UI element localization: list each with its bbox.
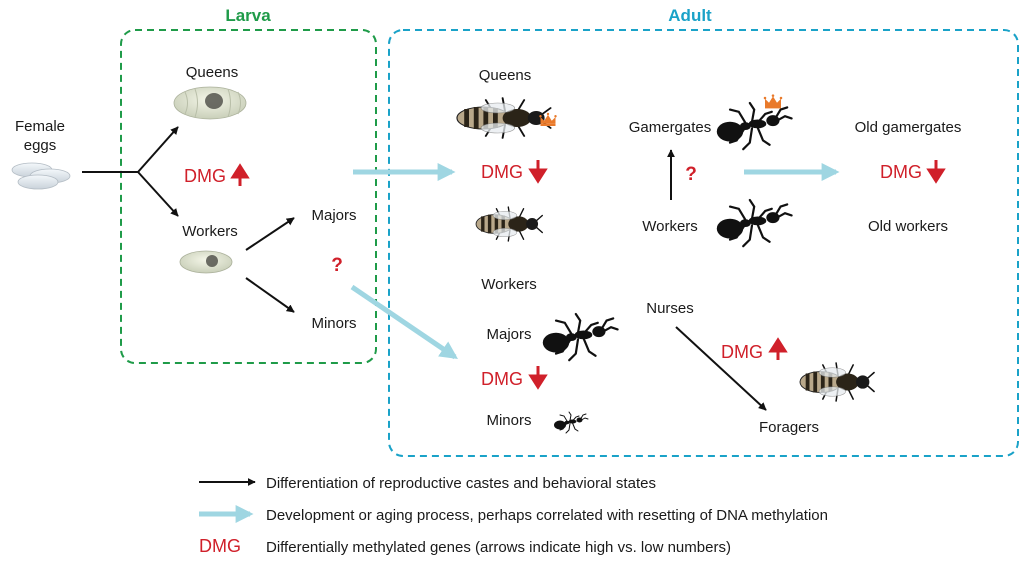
majors-minors-dmg: DMG [481,366,548,390]
legend-dmg-text: Differentially methylated genes (arrows … [266,539,731,556]
ant-minor-icon [553,411,589,434]
larva-icon [173,86,247,120]
svg-text:DMG: DMG [721,342,763,362]
larva-queens-label: Queens [186,64,239,81]
minors-development-arrow [350,284,458,360]
ant-major-icon [541,312,619,362]
svg-text:DMG: DMG [880,162,922,182]
adult-minors-label: Minors [486,412,531,429]
adult-workers-label: Workers [481,276,537,293]
nurses-foragers-dmg: DMG [721,337,788,362]
larva-dmg: DMG [184,163,250,186]
legend-black-arrow-text: Differentiation of reproductive castes a… [266,475,656,492]
female-eggs-label-2: eggs [24,137,57,154]
ant-icon [715,101,793,151]
larva-icon [179,250,233,274]
nurses-to-foragers-arrow [675,326,767,411]
adult-queens-label: Queens [479,67,532,84]
adult-title: Adult [668,6,712,25]
adult-question-mark: ? [685,164,697,185]
bee-forager-icon [799,362,875,402]
larva-question-mark: ? [331,255,343,276]
dmg-down-arrow-icon [528,366,548,390]
worker-fork-arrows [245,217,295,313]
dmg-up-arrow-icon [768,337,788,360]
svg-text:DMG: DMG [184,166,226,186]
queens-dmg: DMG [481,160,548,184]
minors-label: Minors [311,315,356,332]
adult-box [388,29,1019,457]
larva-workers-label: Workers [182,223,238,240]
workers-mid-label: Workers [642,218,698,235]
egg-icon [11,162,71,190]
majors-label: Majors [311,207,356,224]
adult-majors-label: Majors [486,326,531,343]
bee-queen-icon [456,97,552,139]
svg-text:DMG: DMG [481,369,523,389]
egg-fork-arrows [82,126,179,217]
old-gamergates-dmg: DMG [880,160,946,184]
foragers-label: Foragers [759,419,819,436]
gamergates-label: Gamergates [629,119,712,136]
ant-icon [715,198,793,248]
nurses-label: Nurses [646,300,694,317]
dmg-up-arrow-icon [230,163,250,186]
legend-blue-arrow-text: Development or aging process, perhaps co… [266,507,828,524]
female-eggs-label: Female [15,118,65,135]
crown-icon [763,94,783,109]
old-workers-label: Old workers [868,218,948,235]
larva-title: Larva [225,6,271,25]
dmg-down-arrow-icon [926,160,946,184]
bee-worker-icon [475,206,543,242]
dmg-down-arrow-icon [528,160,548,184]
legend-dmg-label: DMG [199,536,241,556]
legend: Differentiation of reproductive castes a… [199,475,828,556]
larva-box [120,29,377,364]
old-gamergates-label: Old gamergates [855,119,962,136]
svg-text:DMG: DMG [481,162,523,182]
